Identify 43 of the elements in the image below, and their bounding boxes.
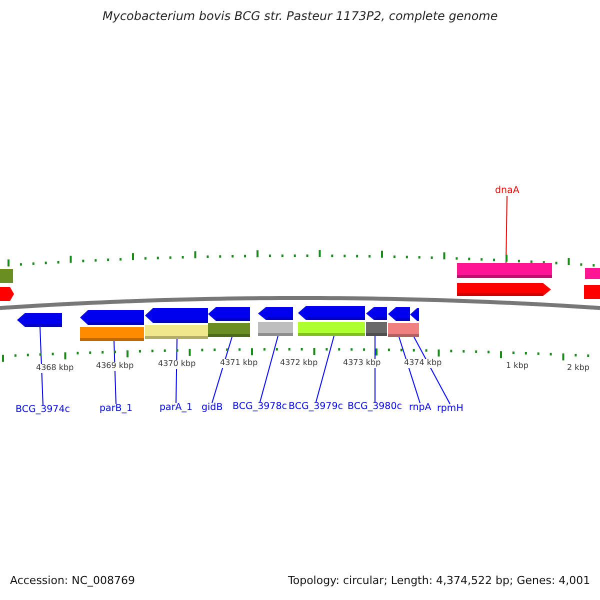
gene-label: parB_1 — [100, 404, 133, 414]
scale-label: 4373 kbp — [342, 359, 382, 368]
leader-line — [212, 336, 232, 404]
gene-feature — [366, 307, 387, 336]
feature-bar — [457, 263, 552, 278]
leader-line — [414, 336, 450, 404]
title: Mycobacterium bovis BCG str. Pasteur 1173P2, complete genome — [102, 10, 498, 24]
gene-feature — [208, 307, 250, 337]
gene-label: BCG_3980c — [348, 402, 402, 412]
gene-label: dnaA — [495, 186, 520, 196]
leader-line — [316, 336, 334, 402]
scale-label: 1 kbp — [505, 362, 530, 371]
scale-label: 4371 kbp — [219, 359, 259, 368]
leader-line — [506, 196, 508, 264]
leader-line — [40, 326, 44, 406]
gene-label: BCG_3979c — [288, 402, 343, 412]
gene-feature — [17, 313, 62, 327]
leader-line — [176, 338, 178, 404]
scale-label: 4369 kbp — [95, 362, 135, 371]
gene-label: parA_1 — [160, 403, 193, 414]
gene-feature — [80, 310, 144, 341]
scale-label: 4370 kbp — [157, 360, 197, 369]
gene-feature — [457, 283, 551, 296]
gene-feature — [388, 307, 410, 337]
gene-feature — [258, 307, 293, 336]
scale-label: 4368 kbp — [35, 364, 75, 373]
scale-label: 2 kbp — [566, 364, 590, 373]
leader-line — [260, 336, 278, 402]
gene-label: BCG_3974c — [16, 405, 70, 416]
leader-line — [398, 336, 420, 404]
gene-label: BCG_3978c — [232, 402, 287, 412]
gene-feature — [298, 306, 365, 336]
footer-text: Accession: NC_008769 — [9, 575, 136, 588]
scale-label: 4374 kbp — [403, 359, 443, 368]
gene-label: gidB — [202, 403, 223, 414]
gene-feature — [410, 308, 419, 337]
leader-line — [374, 336, 376, 402]
gene-label: rnpA — [409, 403, 432, 414]
scale-label: 4372 kbp — [279, 359, 319, 368]
leader-line — [114, 340, 116, 404]
gene-feature — [145, 308, 208, 339]
gene-label: rpmH — [437, 404, 464, 414]
footer-text: Topology: circular; Length: 4,374,522 bp; Genes: 4,001 — [287, 575, 592, 588]
